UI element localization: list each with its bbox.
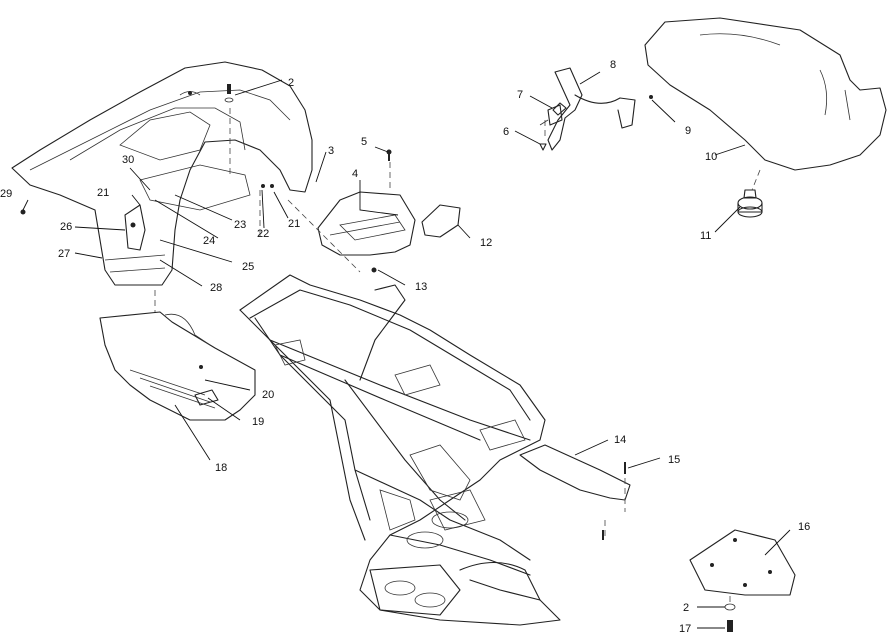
callout-11: 11: [700, 230, 711, 242]
callout-13: 13: [415, 281, 427, 293]
callout-8: 8: [610, 59, 616, 71]
frame: [239, 274, 561, 626]
skid-plate: [689, 529, 796, 596]
callout-30: 30: [122, 154, 134, 166]
callout-14: 14: [614, 434, 626, 446]
callout-22: 22: [257, 228, 269, 240]
callout-16: 16: [798, 521, 810, 533]
callout-10: 10: [705, 151, 717, 163]
callout-20: 20: [262, 389, 274, 401]
callout-29: 29: [0, 188, 12, 200]
mudflap-bracket: [124, 204, 146, 251]
callout-28: 28: [210, 282, 222, 294]
callout-2-bottom: 2: [683, 602, 689, 614]
callout-17: 17: [679, 623, 691, 633]
seat-pan: [317, 191, 416, 256]
callout-18: 18: [215, 462, 227, 474]
rear-fender: [11, 61, 313, 286]
callout-21-right: 21: [288, 218, 300, 230]
callout-26: 26: [60, 221, 72, 233]
leader-lines: [22, 71, 791, 629]
callout-25: 25: [242, 261, 254, 273]
callout-labels: 2 3 5 4 21 22 23 24 25 28 27 26 29 30 21…: [0, 59, 810, 633]
latch-cushion: [421, 204, 461, 238]
callout-24: 24: [203, 235, 215, 247]
callout-15: 15: [668, 454, 680, 466]
callout-19: 19: [252, 416, 264, 428]
seat-latch-bracket: [539, 67, 636, 151]
rack-plate: [519, 444, 631, 501]
callout-12: 12: [480, 237, 492, 249]
callout-6: 6: [503, 126, 509, 138]
footwell-bracket: [194, 389, 219, 406]
callout-21-left: 21: [97, 187, 109, 199]
hardware: [20, 84, 736, 632]
callout-4: 4: [352, 168, 358, 180]
assembly-lines: [154, 108, 761, 605]
callout-3: 3: [328, 145, 334, 157]
callout-23: 23: [234, 219, 246, 231]
callout-2-top: 2: [288, 77, 294, 89]
footwell: [99, 311, 256, 421]
callout-5: 5: [361, 136, 367, 148]
seat-bumper: [737, 189, 763, 218]
callout-9: 9: [685, 125, 691, 137]
callout-27: 27: [58, 248, 70, 260]
seat: [644, 17, 887, 171]
callout-7: 7: [517, 89, 523, 101]
